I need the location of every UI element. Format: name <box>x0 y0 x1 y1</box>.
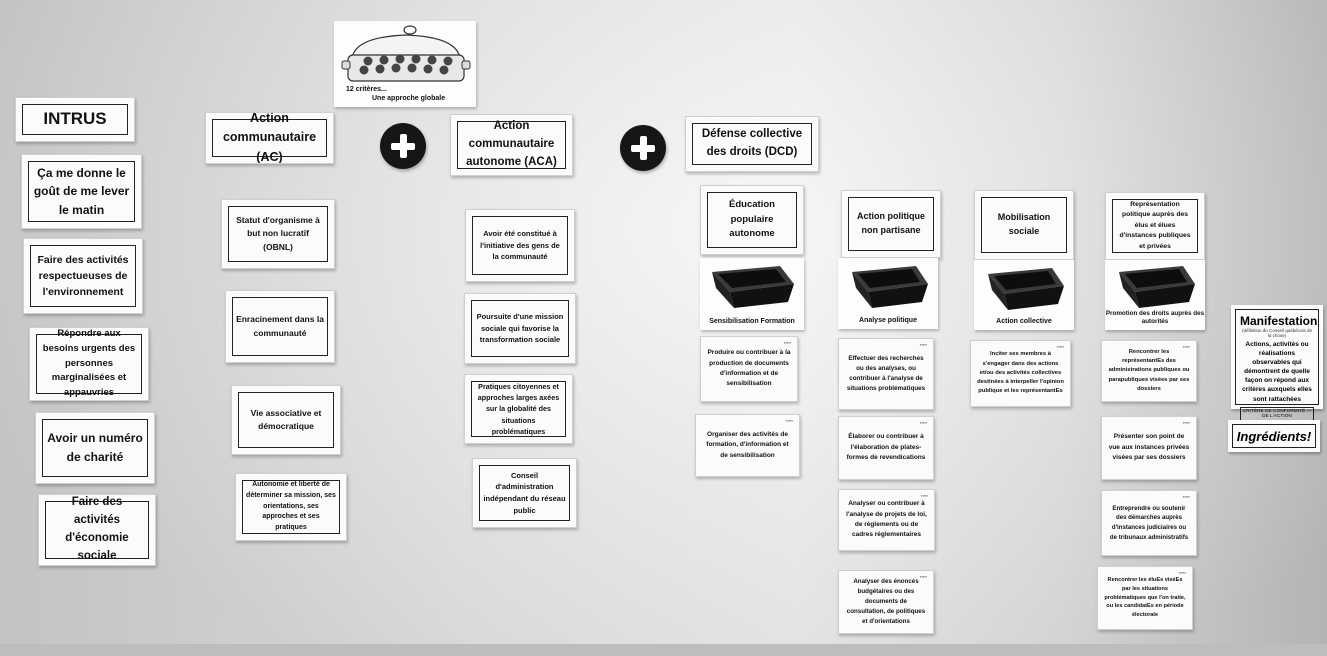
dcd-col1-item-2: Organiser des activités de formation, d'… <box>706 430 789 459</box>
baking-pan-icon <box>712 266 794 308</box>
baking-pan-icon <box>852 266 928 308</box>
dcd-col4-item-1: Rencontrer les représentantEs des admini… <box>1108 348 1190 392</box>
dcd-col3-pan-label: Action collective <box>996 317 1052 325</box>
dcd-col2-card-4: ▪▪▪▪▪ Analyser des énoncés budgétaires o… <box>838 570 934 634</box>
intrus-item-1: Ça me donne le goût de me lever le matin <box>28 161 135 222</box>
ac-item-1: Statut d'organisme à but non lucratif (O… <box>228 206 328 262</box>
dcd-col4-item-3: Entreprendre ou soutenir des démarches a… <box>1109 504 1189 541</box>
ac-card-4: Autonomie et liberté de déterminer sa mi… <box>235 473 347 541</box>
aca-item-4: Conseil d'administration indépendant du … <box>479 465 570 521</box>
logo-card: 12 critères... Une approche globale <box>334 21 476 107</box>
intrus-item-2: Faire des activités respectueuses de l'e… <box>30 245 136 307</box>
intrus-title: INTRUS <box>22 104 128 135</box>
intrus-item-5: Faire des activités d'économie sociale <box>45 496 149 562</box>
aca-card-4: Conseil d'administration indépendant du … <box>472 458 577 528</box>
intrus-title-card: INTRUS <box>15 97 135 142</box>
manifestation-link: CRITÈRE DE CONFORMITÉ — DE L'ACTION <box>1240 406 1314 421</box>
floor-strip <box>0 644 1327 656</box>
manifestation-title: Manifestation <box>1240 314 1318 328</box>
ac-item-4: Autonomie et liberté de déterminer sa mi… <box>242 480 340 534</box>
dcd-col3-pan-card: Action collective <box>974 260 1074 330</box>
dcd-col2-card-2: ▪▪▪▪▪ Élaborer ou contribuer à l'élabora… <box>838 416 934 480</box>
dcd-col2-header: Action politique non partisane <box>848 197 934 251</box>
dcd-col1-card-1: ▪▪▪▪▪ Produire ou contribuer à la produc… <box>700 336 798 402</box>
dcd-title-card: Défense collective des droits (DCD) <box>685 116 819 172</box>
aca-card-1: Avoir été constitué à l'initiative des g… <box>465 209 575 282</box>
ingredients-card: Ingrédients! <box>1228 420 1320 452</box>
intrus-card-3: Répondre aux besoins urgents des personn… <box>29 327 149 401</box>
dcd-col2-item-1: Effectuer des recherches ou des analyses… <box>846 354 926 393</box>
intrus-card-5: Faire des activités d'économie sociale <box>38 494 156 566</box>
dcd-col1-header-card: Éducation populaire autonome <box>700 185 804 255</box>
dcd-col3-card-1: ▪▪▪▪▪ Inciter ses membres à s'engager da… <box>970 340 1071 407</box>
dcd-col2-item-3: Analyser ou contribuer à l'analyse de pr… <box>846 500 927 539</box>
dcd-col2-item-2: Élaborer ou contribuer à l'élaboration d… <box>846 433 926 462</box>
dcd-title: Défense collective des droits (DCD) <box>692 123 812 165</box>
dcd-col4-pan-label: Promotion des droits auprès des autorité… <box>1105 309 1205 325</box>
baking-pan-icon <box>1119 266 1195 308</box>
dcd-col4-card-2: ▪▪▪▪▪ Présenter son point de vue aux ins… <box>1101 416 1197 480</box>
aca-title-card: Action communautaire autonome (ACA) <box>450 114 573 176</box>
dcd-col4-header-card: Représentation politique auprès des élus… <box>1105 192 1205 260</box>
dcd-col2-pan-label: Analyse politique <box>859 316 917 324</box>
dcd-col4-pan-card: Promotion des droits auprès des autorité… <box>1105 260 1205 330</box>
dcd-col1-header: Éducation populaire autonome <box>707 192 797 248</box>
dcd-col3-item-1: Inciter ses membres à s'engager dans des… <box>977 351 1064 395</box>
ingredients-label: Ingrédients! <box>1232 424 1316 448</box>
ac-card-2: Enracinement dans la communauté <box>225 290 335 363</box>
intrus-card-2: Faire des activités respectueuses de l'e… <box>23 238 143 314</box>
dcd-col1-pan-card: Sensibilisation Formation <box>700 258 804 330</box>
baking-pan-icon <box>988 268 1064 310</box>
ac-title-card: Action communautaire (AC) <box>205 112 334 164</box>
aca-item-1: Avoir été constitué à l'initiative des g… <box>472 216 568 275</box>
dcd-col2-card-3: ▪▪▪▪▪ Analyser ou contribuer à l'analyse… <box>838 489 935 551</box>
ac-card-1: Statut d'organisme à but non lucratif (O… <box>221 199 335 269</box>
ac-item-3: Vie associative et démocratique <box>238 392 334 448</box>
intrus-card-4: Avoir un numéro de charité <box>35 412 155 484</box>
dcd-col4-item-2: Présenter son point de vue aux instances… <box>1108 433 1190 462</box>
dcd-col3-header-card: Mobilisation sociale <box>974 190 1074 260</box>
logo-caption-line2: Une approche globale <box>372 94 446 102</box>
aca-card-3: Pratiques citoyennes et approches larges… <box>464 374 573 444</box>
manifestation-subtitle: (définition du Conseil québécois de la c… <box>1241 328 1313 338</box>
dcd-col4-card-3: ▪▪▪▪▪ Entreprendre ou soutenir des démar… <box>1101 490 1197 556</box>
dcd-col2-item-4: Analyser des énoncés budgétaires ou des … <box>846 578 926 625</box>
ac-card-3: Vie associative et démocratique <box>231 385 341 455</box>
aca-item-2: Poursuite d'une mission sociale qui favo… <box>471 300 569 357</box>
dcd-col4-card-4: ▪▪▪▪▪ Rencontrer les éluEs viséEs par le… <box>1097 566 1193 630</box>
dcd-col1-item-1: Produire ou contribuer à la production d… <box>707 349 791 388</box>
dcd-col3-header: Mobilisation sociale <box>981 197 1067 253</box>
intrus-item-3: Répondre aux besoins urgents des personn… <box>36 328 142 398</box>
aca-card-2: Poursuite d'une mission sociale qui favo… <box>464 293 576 364</box>
manifestation-card: Manifestation (définition du Conseil qué… <box>1231 305 1323 421</box>
dcd-col4-item-4: Rencontrer les éluEs viséEs par les situ… <box>1104 576 1186 619</box>
dcd-col2-header-card: Action politique non partisane <box>841 190 941 258</box>
ac-item-2: Enracinement dans la communauté <box>232 297 328 356</box>
muffin-pan-icon <box>341 25 471 82</box>
plus-icon <box>620 125 666 171</box>
intrus-card-1: Ça me donne le goût de me lever le matin <box>21 154 142 229</box>
ac-title: Action communautaire (AC) <box>212 113 327 163</box>
manifestation-body: Actions, activités ou réalisations obser… <box>1242 341 1312 403</box>
logo-caption-line1: 12 critères... <box>346 85 387 93</box>
intrus-item-4: Avoir un numéro de charité <box>42 419 148 477</box>
dcd-col2-pan-card: Analyse politique <box>838 258 938 329</box>
aca-item-3: Pratiques citoyennes et approches larges… <box>471 381 566 437</box>
dcd-col1-pan-label: Sensibilisation Formation <box>709 317 795 325</box>
dcd-col1-card-2: ▪▪▪▪▪ Organiser des activités de formati… <box>695 414 800 477</box>
dcd-col2-card-1: ▪▪▪▪▪ Effectuer des recherches ou des an… <box>838 338 934 410</box>
logo-caption: 12 critères... Une approche globale <box>346 85 476 103</box>
dcd-col4-header: Représentation politique auprès des élus… <box>1112 199 1198 253</box>
aca-title: Action communautaire autonome (ACA) <box>457 120 566 169</box>
dcd-col4-card-1: ▪▪▪▪▪ Rencontrer les représentantEs des … <box>1101 340 1197 402</box>
plus-icon <box>380 123 426 169</box>
